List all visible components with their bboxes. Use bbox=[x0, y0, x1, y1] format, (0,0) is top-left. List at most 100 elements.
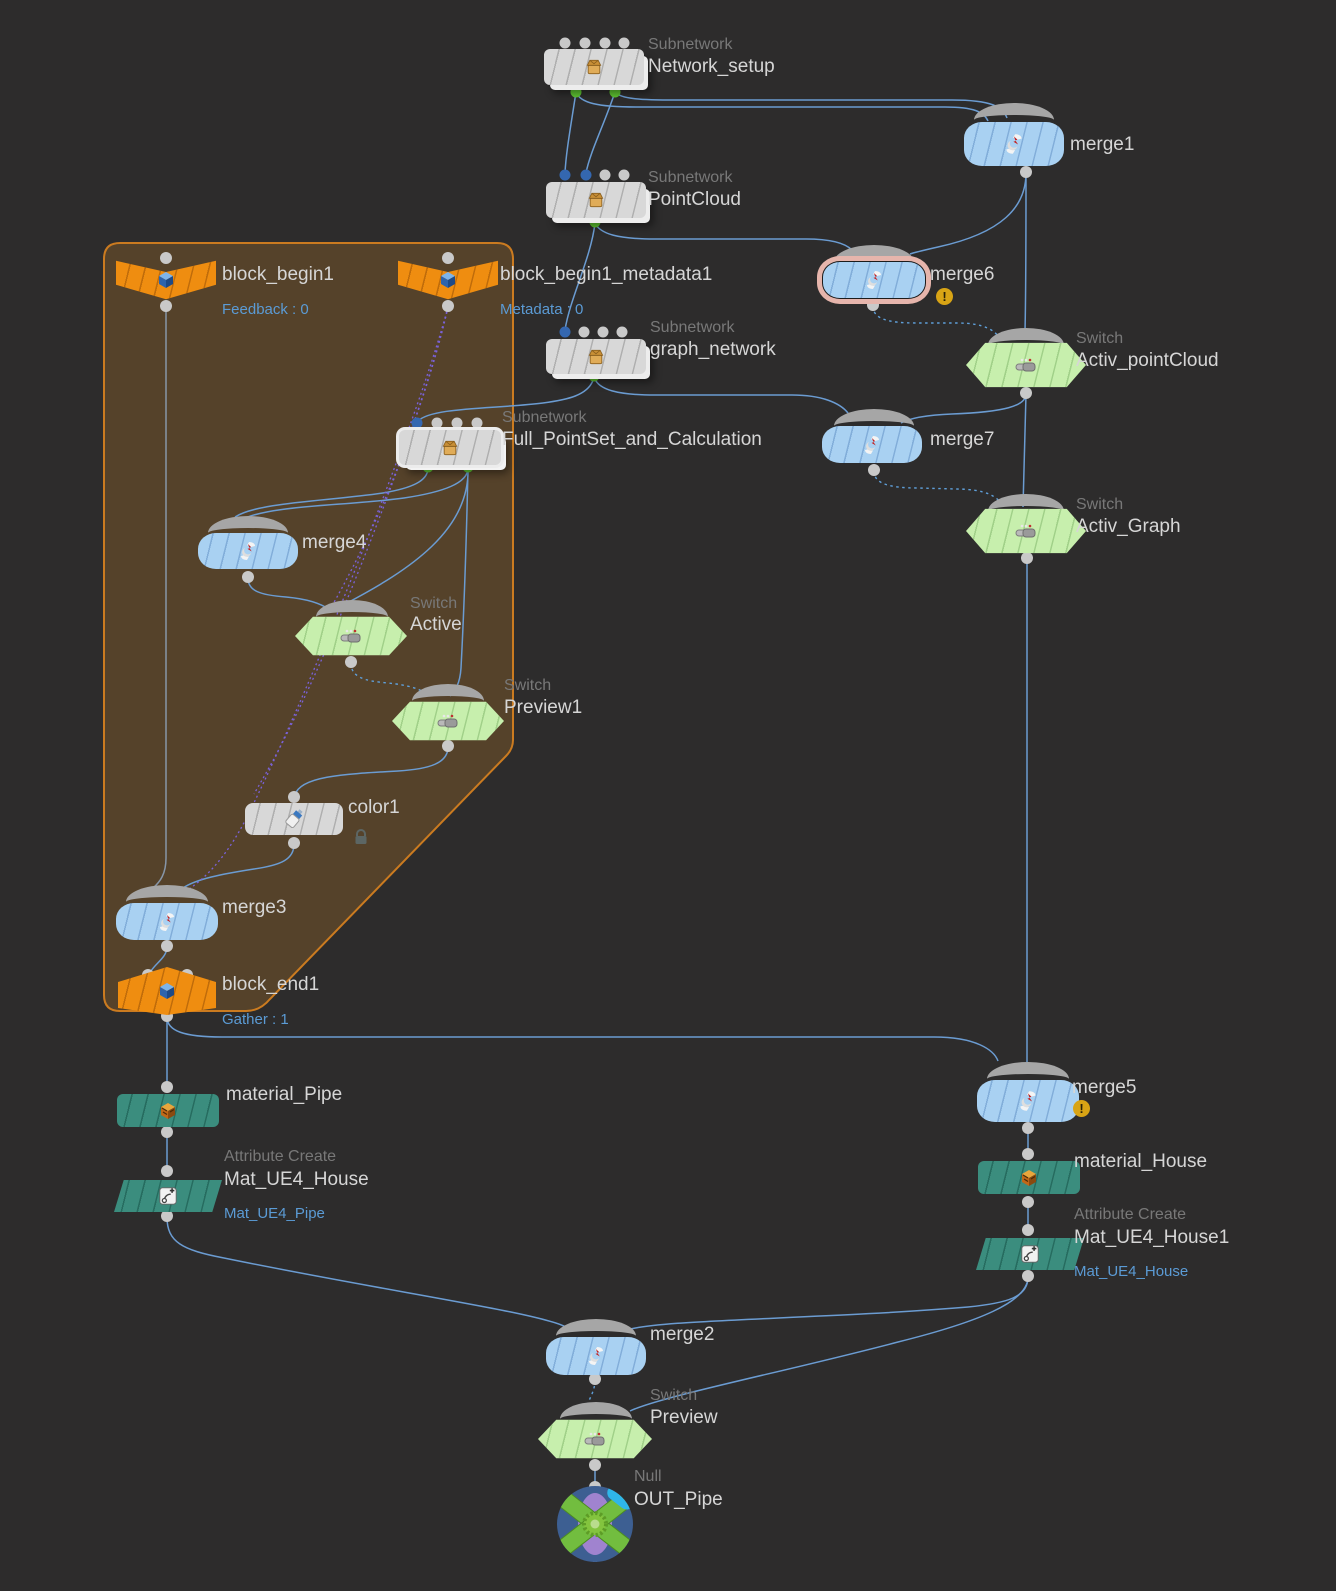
node-body-merge4[interactable] bbox=[198, 533, 298, 569]
node-type-label: Switch bbox=[1076, 496, 1124, 513]
node-name-label: material_Pipe bbox=[226, 1084, 343, 1105]
node-type-label: Subnetwork bbox=[648, 36, 733, 53]
node-name-label: merge2 bbox=[650, 1324, 715, 1345]
node-input-hat[interactable] bbox=[412, 684, 484, 718]
merge-icon bbox=[865, 435, 879, 454]
node-type-label: Attribute Create bbox=[224, 1148, 337, 1165]
node-body-preview1[interactable] bbox=[392, 701, 504, 741]
subnetwork-icon bbox=[442, 440, 458, 455]
lock-icon bbox=[355, 829, 367, 844]
node-type-label: Switch bbox=[410, 595, 458, 612]
node-body-active[interactable] bbox=[295, 616, 407, 656]
node-type-label: Switch bbox=[504, 677, 552, 694]
node-input-hat[interactable] bbox=[974, 103, 1054, 137]
node-name-label: merge1 bbox=[1070, 134, 1135, 155]
node-type-label: Subnetwork bbox=[502, 409, 587, 426]
node-name-label: merge6 bbox=[930, 264, 995, 285]
node-input-hat[interactable] bbox=[834, 409, 914, 443]
node-input-hat[interactable] bbox=[126, 885, 208, 919]
node-body-material-house[interactable] bbox=[978, 1161, 1080, 1194]
color-icon bbox=[285, 809, 303, 829]
node-body-activ-graph[interactable] bbox=[966, 508, 1086, 554]
merge-icon bbox=[1006, 134, 1022, 154]
node-body-graph-network[interactable] bbox=[546, 339, 646, 374]
node-name-label: graph_network bbox=[650, 339, 776, 360]
node-name-label: material_House bbox=[1074, 1151, 1208, 1172]
node-type-label: Subnetwork bbox=[648, 169, 733, 186]
material-icon bbox=[1022, 1169, 1036, 1186]
node-name-label: block_begin1 bbox=[222, 264, 334, 285]
node-type-label: Switch bbox=[650, 1387, 698, 1404]
node-body-mat-ue4-house[interactable] bbox=[114, 1180, 222, 1212]
node-name-label: Network_setup bbox=[648, 56, 775, 77]
node-body-full-pointset[interactable] bbox=[399, 430, 501, 465]
switch-icon bbox=[1015, 358, 1036, 372]
node-sub-label: Metadata : 0 bbox=[500, 301, 584, 318]
node-name-label: Active bbox=[410, 614, 462, 635]
node-input-hat[interactable] bbox=[988, 328, 1064, 362]
node-body-color1[interactable] bbox=[245, 803, 343, 835]
node-input-hat[interactable] bbox=[560, 1402, 632, 1436]
block-icon bbox=[441, 272, 455, 288]
merge-icon bbox=[1020, 1091, 1036, 1111]
node-type-label: Switch bbox=[1076, 330, 1124, 347]
node-body-activ-pointcloud[interactable] bbox=[966, 342, 1086, 388]
block-icon bbox=[159, 272, 173, 288]
node-body-merge1[interactable] bbox=[964, 122, 1064, 166]
node-body-pointcloud[interactable] bbox=[546, 182, 646, 218]
node-type-label: Null bbox=[634, 1468, 662, 1485]
node-body-merge3[interactable] bbox=[116, 903, 218, 940]
node-name-label: color1 bbox=[348, 797, 400, 818]
node-name-label: Mat_UE4_House1 bbox=[1074, 1227, 1230, 1248]
null-node-icon[interactable] bbox=[556, 1484, 634, 1564]
warning-icon: ! bbox=[936, 288, 953, 305]
node-sub-label: Mat_UE4_House bbox=[1074, 1263, 1189, 1280]
merge-icon bbox=[867, 271, 881, 289]
node-type-label: Subnetwork bbox=[650, 319, 735, 336]
switch-icon bbox=[1015, 524, 1036, 538]
attribute-create-icon bbox=[159, 1187, 177, 1205]
node-name-label: Mat_UE4_House bbox=[224, 1169, 369, 1190]
node-sub-label: Feedback : 0 bbox=[222, 301, 309, 318]
node-name-label: PointCloud bbox=[648, 189, 741, 210]
subnetwork-icon bbox=[586, 59, 602, 75]
node-name-label: Activ_pointCloud bbox=[1076, 350, 1219, 371]
subnetwork-icon bbox=[588, 349, 604, 364]
block-icon bbox=[160, 983, 174, 999]
node-input-hat[interactable] bbox=[988, 494, 1064, 528]
node-body-merge5[interactable] bbox=[977, 1080, 1079, 1122]
node-name-label: block_begin1_metadata1 bbox=[500, 264, 713, 285]
node-name-label: OUT_Pipe bbox=[634, 1489, 723, 1510]
switch-icon bbox=[340, 629, 361, 643]
node-body-preview[interactable] bbox=[538, 1419, 652, 1459]
merge-icon bbox=[241, 542, 255, 560]
switch-icon bbox=[584, 1432, 605, 1446]
node-name-label: Preview bbox=[650, 1407, 718, 1428]
attribute-create-icon bbox=[1021, 1245, 1039, 1263]
node-input-hat[interactable] bbox=[316, 600, 388, 634]
merge-icon bbox=[160, 912, 174, 931]
switch-icon bbox=[437, 714, 458, 728]
node-input-hat[interactable] bbox=[834, 245, 914, 279]
node-input-hat[interactable] bbox=[208, 516, 288, 550]
node-type-label: Attribute Create bbox=[1074, 1206, 1187, 1223]
node-input-hat[interactable] bbox=[556, 1319, 636, 1353]
node-body-network-setup[interactable] bbox=[544, 49, 644, 85]
node-name-label: Full_PointSet_and_Calculation bbox=[502, 429, 762, 450]
node-input-hat[interactable] bbox=[987, 1062, 1069, 1096]
node-body-merge6[interactable] bbox=[822, 261, 926, 299]
node-sub-label: Gather : 1 bbox=[222, 1011, 289, 1028]
node-body-merge2[interactable] bbox=[546, 1337, 646, 1375]
subnetwork-icon bbox=[588, 192, 604, 208]
node-sub-label: Mat_UE4_Pipe bbox=[224, 1205, 325, 1222]
node-name-label: merge3 bbox=[222, 897, 287, 918]
node-name-label: merge5 bbox=[1072, 1077, 1137, 1098]
material-icon bbox=[161, 1102, 175, 1119]
warning-icon: ! bbox=[1073, 1100, 1090, 1117]
node-name-label: merge7 bbox=[930, 429, 995, 450]
node-body-mat-ue4-house1[interactable] bbox=[976, 1238, 1084, 1270]
node-body-merge7[interactable] bbox=[822, 426, 922, 463]
node-body-material-pipe[interactable] bbox=[117, 1094, 219, 1127]
